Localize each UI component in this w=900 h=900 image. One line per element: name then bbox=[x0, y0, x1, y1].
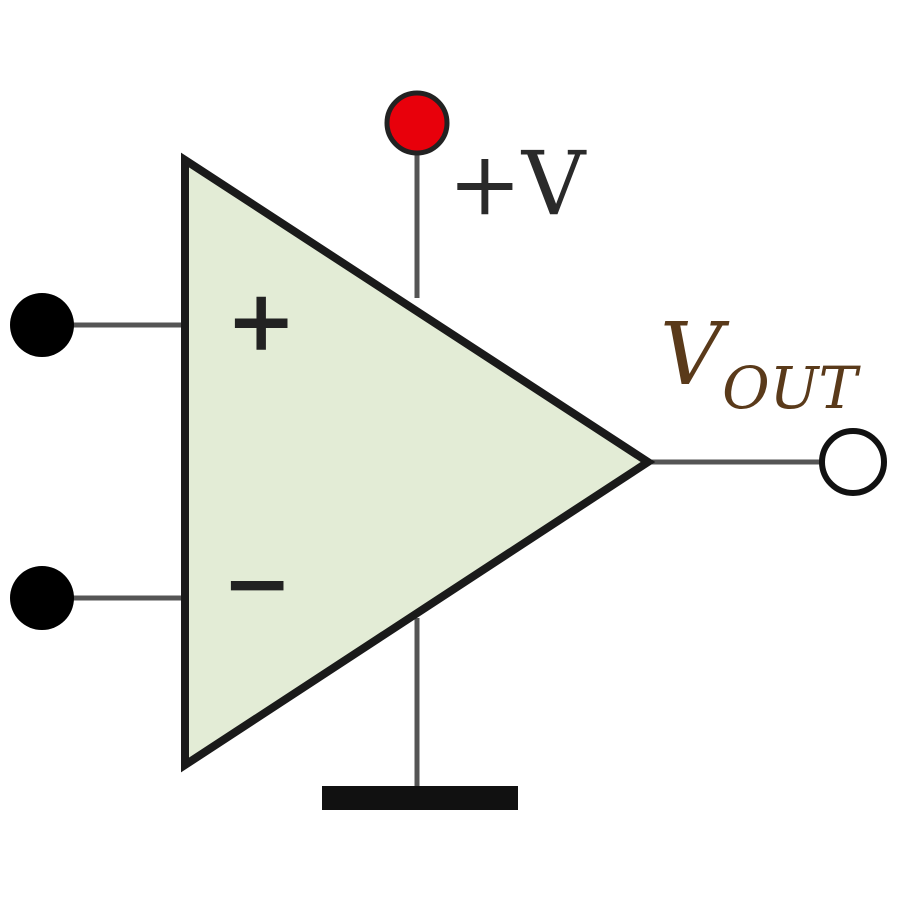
vout-label-subscript: OUT bbox=[722, 354, 861, 422]
output-terminal-icon bbox=[819, 428, 887, 496]
supply-label: +V bbox=[448, 132, 587, 235]
op-amp-triangle bbox=[181, 152, 656, 773]
supply-terminal-icon bbox=[384, 90, 450, 156]
vout-label-main: V bbox=[660, 305, 730, 405]
noninverting-sign: + bbox=[226, 271, 296, 370]
inverting-input-terminal-icon bbox=[10, 566, 74, 630]
vout-label: VOUT bbox=[660, 305, 862, 422]
inverting-sign: − bbox=[222, 533, 292, 632]
noninverting-input-terminal-icon bbox=[10, 293, 74, 357]
ground-bar-icon bbox=[322, 786, 518, 810]
